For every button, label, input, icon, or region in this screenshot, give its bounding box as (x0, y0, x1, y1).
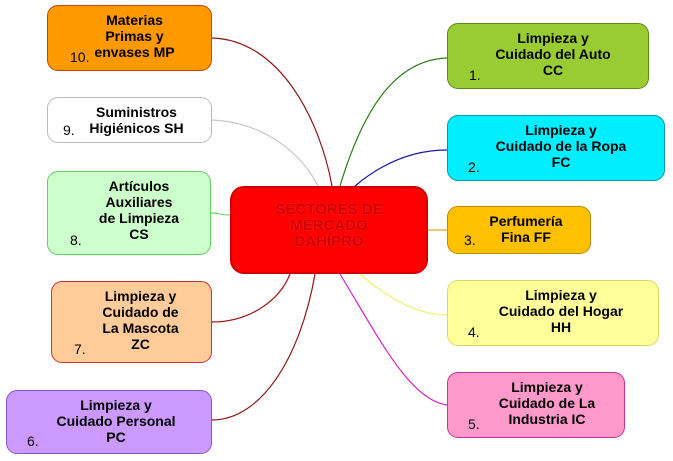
central-topic[interactable]: SECTORES DE MERCADO DAHIPRO (230, 186, 428, 274)
connector-line-6 (211, 273, 316, 421)
connector-line-2 (354, 149, 448, 187)
topic-label: Limpieza y Cuidado de la Ropa FC (495, 122, 627, 170)
topic-limpieza-auto[interactable]: Limpieza y Cuidado del Auto CC 1. (447, 23, 649, 89)
central-topic-label: SECTORES DE MERCADO DAHIPRO (275, 201, 383, 250)
topic-label: Suministros Higiénicos SH (89, 104, 184, 136)
topic-articulos-auxiliares[interactable]: Artículos Auxiliares de Limpieza CS 8. (47, 171, 211, 255)
connector-line-4 (359, 273, 448, 316)
topic-perfumeria[interactable]: Perfumería Fina FF 3. (447, 206, 591, 254)
topic-number: 5. (468, 416, 480, 432)
topic-label: Artículos Auxiliares de Limpieza CS (98, 178, 180, 242)
topic-number: 4. (468, 324, 480, 340)
connector-line-7 (211, 273, 291, 323)
connector-line-8 (210, 212, 231, 216)
connector-line-10 (211, 37, 333, 187)
connector-line-5 (339, 273, 448, 406)
topic-number: 1. (469, 67, 481, 83)
topic-number: 2. (468, 159, 480, 175)
topic-limpieza-ropa[interactable]: Limpieza y Cuidado de la Ropa FC 2. (447, 115, 665, 181)
topic-suministros-higienicos[interactable]: Suministros Higiénicos SH 9. (47, 97, 212, 143)
topic-label: Limpieza y Cuidado Personal PC (56, 397, 176, 445)
topic-number: 6. (27, 433, 39, 449)
topic-label: Limpieza y Cuidado del Hogar HH (498, 287, 624, 335)
topic-number: 10. (70, 49, 90, 65)
connector-line-1 (339, 57, 448, 187)
topic-number: 7. (74, 341, 86, 357)
connector-line-9 (211, 119, 319, 187)
topic-limpieza-personal[interactable]: Limpieza y Cuidado Personal PC 6. (6, 390, 212, 454)
topic-limpieza-mascota[interactable]: Limpieza y Cuidado de La Mascota ZC 7. (51, 281, 212, 363)
topic-limpieza-hogar[interactable]: Limpieza y Cuidado del Hogar HH 4. (447, 280, 659, 346)
topic-label: Limpieza y Cuidado de La Mascota ZC (102, 288, 179, 352)
topic-label: Perfumería Fina FF (489, 213, 563, 245)
topic-label: Materias Primas y envases MP (94, 12, 175, 60)
topic-number: 9. (63, 122, 75, 138)
topic-label: Limpieza y Cuidado del Auto CC (495, 30, 611, 78)
topic-limpieza-industria[interactable]: Limpieza y Cuidado de La Industria IC 5. (447, 372, 625, 438)
topic-number: 8. (70, 232, 82, 248)
topic-label: Limpieza y Cuidado de La Industria IC (498, 379, 596, 427)
topic-materias-primas[interactable]: Materias Primas y envases MP 10. (47, 5, 212, 71)
topic-number: 3. (464, 232, 476, 248)
